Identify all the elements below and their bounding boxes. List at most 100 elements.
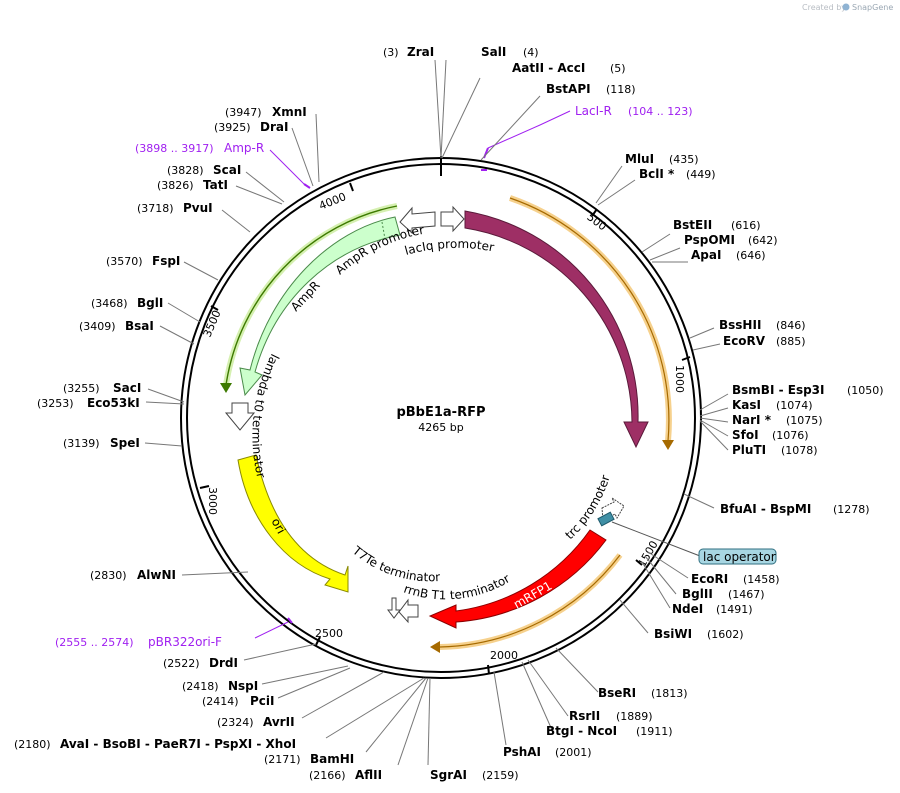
site-pos: (449)	[686, 168, 716, 181]
site-pos: (1078)	[781, 444, 818, 457]
site-name-BsmBI-Esp3I[interactable]: BsmBI - Esp3I	[732, 383, 824, 397]
site-name-BsaI[interactable]: BsaI	[125, 319, 154, 333]
tick-3000: 3000	[206, 487, 219, 515]
site-pos: (885)	[776, 335, 806, 348]
site-name-BtgI-NcoI[interactable]: BtgI - NcoI	[546, 724, 617, 738]
site-pos: (5)	[610, 62, 626, 75]
site-name-BseRI[interactable]: BseRI	[598, 686, 636, 700]
site-name-EcoRI[interactable]: EcoRI	[691, 572, 728, 586]
site-name-AvrII[interactable]: AvrII	[263, 715, 295, 729]
site-name-SalI[interactable]: SalI	[481, 45, 506, 59]
primer-LacI-R-name: LacI-R	[575, 104, 612, 118]
leader-line	[261, 665, 349, 685]
tick-2500: 2500	[315, 627, 343, 640]
site-pos: (646)	[736, 249, 766, 262]
site-name-BglII[interactable]: BglII	[682, 587, 713, 601]
site-pos: (1458)	[743, 573, 780, 586]
site-name-ScaI[interactable]: ScaI	[213, 163, 241, 177]
site-name-EcoRV[interactable]: EcoRV	[723, 334, 766, 348]
site-name-PshAI[interactable]: PshAI	[503, 745, 541, 759]
site-name-SpeI[interactable]: SpeI	[110, 436, 140, 450]
plasmid-size: 4265 bp	[418, 421, 463, 434]
site-name-ApaI[interactable]: ApaI	[691, 248, 721, 262]
feature-lac-operator[interactable]	[597, 511, 615, 527]
site-name-BamHI[interactable]: BamHI	[310, 752, 354, 766]
leader-line	[699, 417, 729, 423]
site-name-KasI[interactable]: KasI	[732, 398, 761, 412]
leader-line	[644, 555, 677, 595]
primer-Amp-R-name: Amp-R	[224, 141, 264, 155]
leader-line	[243, 643, 317, 661]
site-name-SgrAI[interactable]: SgrAI	[430, 768, 467, 782]
site-name-SfoI[interactable]: SfoI	[732, 428, 759, 442]
tick-500: 500	[584, 210, 609, 233]
tick-mark	[591, 208, 598, 217]
feature-divider	[381, 221, 386, 240]
site-name-BsiWI[interactable]: BsiWI	[654, 627, 692, 641]
site-name-NdeI[interactable]: NdeI	[672, 602, 703, 616]
site-pos: (2001)	[555, 746, 592, 759]
site-name-NarI[interactable]: NarI *	[732, 413, 772, 427]
site-name-XmnI[interactable]: XmnI	[272, 105, 307, 119]
site-name-MluI[interactable]: MluI	[625, 152, 654, 166]
site-name-FspI[interactable]: FspI	[152, 254, 180, 268]
site-name-BstAPI[interactable]: BstAPI	[546, 82, 591, 96]
site-name-PciI[interactable]: PciI	[250, 694, 275, 708]
site-name-BglI[interactable]: BglI	[137, 296, 163, 310]
leader-line	[521, 661, 553, 731]
site-name-PspOMI[interactable]: PspOMI	[684, 233, 735, 247]
feature-T7Te-terminator[interactable]	[387, 597, 401, 619]
leader-line	[699, 407, 729, 417]
site-pos: (2418)	[182, 680, 219, 693]
orf-arcs	[220, 195, 674, 653]
site-pos: (1911)	[636, 725, 673, 738]
leader-line	[597, 179, 636, 206]
snapgene-logo-icon	[842, 3, 850, 11]
feature-lacIq-promoter[interactable]	[440, 205, 465, 233]
site-name-DrdI[interactable]: DrdI	[209, 656, 238, 670]
site-name-TatI[interactable]: TatI	[203, 178, 228, 192]
site-name-Eco53kI[interactable]: Eco53kI	[87, 396, 140, 410]
site-name-BfuAI-BspMI[interactable]: BfuAI - BspMI	[720, 502, 811, 516]
site-pos: (2324)	[217, 716, 254, 729]
site-name-AvaI-XhoI[interactable]: AvaI - BsoBI - PaeR7I - PspXI - XhoI	[60, 737, 296, 751]
feature-AmpR-promoter[interactable]	[399, 206, 436, 235]
leader-line	[365, 677, 427, 753]
site-pos: (1813)	[651, 687, 688, 700]
lac-operator-badge[interactable]	[698, 548, 777, 565]
feature-ori[interactable]	[237, 454, 349, 593]
site-name-DraI[interactable]: DraI	[260, 120, 288, 134]
site-name-RsrII[interactable]: RsrII	[569, 709, 600, 723]
feature-lambda-t0-terminator[interactable]	[224, 402, 256, 431]
site-name-BstEII[interactable]: BstEII	[673, 218, 712, 232]
leader-line	[291, 127, 314, 187]
lac-operator-label: lac operator	[703, 550, 776, 564]
primer-pBR322ori-F-name: pBR322ori-F	[148, 635, 222, 649]
site-name-BclI[interactable]: BclI *	[639, 167, 675, 181]
site-name-AatII-AccI[interactable]: AatII - AccI	[512, 61, 585, 75]
site-name-AlwNI[interactable]: AlwNI	[137, 568, 176, 582]
site-name-BssHII[interactable]: BssHII	[719, 318, 761, 332]
leader-line	[641, 561, 671, 609]
site-pos: (1602)	[707, 628, 744, 641]
feature-mRFP1[interactable]	[428, 529, 607, 629]
site-name-AflII[interactable]: AflII	[355, 768, 382, 782]
credit-created-by: Created by	[802, 3, 846, 12]
tick-1500: 1500	[635, 539, 660, 570]
leader-line	[441, 77, 481, 159]
site-pos: (846)	[776, 319, 806, 332]
orf-arc-mRFP1-line	[439, 554, 621, 648]
site-name-ZraI[interactable]: ZraI	[407, 45, 434, 59]
site-pos: (3570)	[106, 255, 143, 268]
plasmid-name: pBbE1a-RFP	[396, 405, 485, 420]
site-name-NspI[interactable]: NspI	[228, 679, 258, 693]
restriction-sites: (3) ZraI SalI (4) AatII - AccI (5) BstAP…	[14, 45, 884, 782]
leader-line	[325, 677, 425, 739]
site-name-SacI[interactable]: SacI	[113, 381, 141, 395]
site-name-PluTI[interactable]: PluTI	[732, 443, 766, 457]
feature-lacI[interactable]	[464, 210, 649, 449]
feature-rrnB-T1-terminator[interactable]	[398, 598, 419, 624]
site-name-PvuI[interactable]: PvuI	[183, 201, 213, 215]
tick-mark	[315, 636, 321, 646]
primer-Amp-R-range: (3898 .. 3917)	[135, 142, 214, 155]
